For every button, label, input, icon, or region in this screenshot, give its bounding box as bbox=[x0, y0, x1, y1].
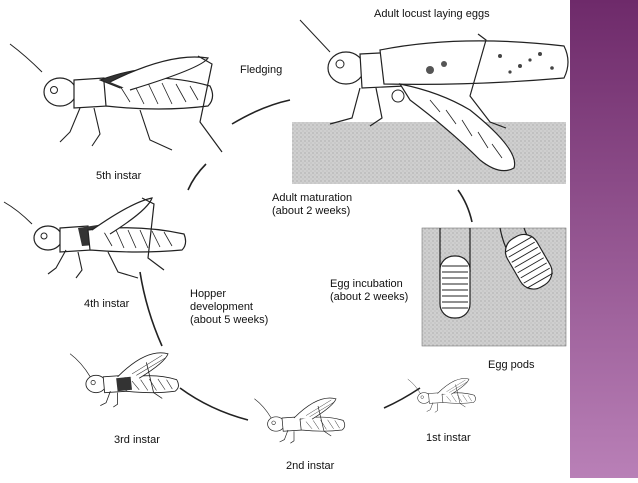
label-egg-incubation-1: Egg incubation bbox=[330, 278, 403, 290]
egg-pod-right bbox=[504, 233, 553, 290]
egg-pod-left bbox=[439, 255, 471, 319]
cycle-arc-left bbox=[139, 271, 163, 347]
cycle-arc-top bbox=[231, 99, 291, 125]
label-hopper-1: Hopper bbox=[190, 288, 227, 300]
fourth-instar-illustration bbox=[3, 197, 187, 279]
label-fledging: Fledging bbox=[240, 64, 283, 76]
label-fourth-instar: 4th instar bbox=[84, 298, 130, 310]
first-instar-illustration bbox=[407, 378, 476, 413]
label-second-instar: 2nd instar bbox=[286, 460, 335, 472]
label-fifth-instar: 5th instar bbox=[96, 170, 142, 182]
adult-locust-illustration bbox=[299, 19, 569, 172]
fifth-instar-illustration bbox=[9, 43, 223, 153]
ground-block bbox=[292, 122, 566, 184]
side-band bbox=[570, 0, 638, 478]
cycle-arc-bottom-left bbox=[179, 387, 249, 421]
cycle-arc-upper-left bbox=[187, 163, 207, 191]
label-third-instar: 3rd instar bbox=[114, 434, 160, 446]
label-first-instar: 1st instar bbox=[426, 432, 471, 444]
label-egg-incubation-2: (about 2 weeks) bbox=[330, 291, 409, 303]
third-instar-illustration bbox=[69, 352, 179, 408]
label-adult-laying-eggs: Adult locust laying eggs bbox=[374, 8, 490, 20]
label-hopper-2: development bbox=[190, 301, 253, 313]
label-adult-maturation-1: Adult maturation bbox=[272, 192, 353, 204]
label-hopper-3: (about 5 weeks) bbox=[190, 314, 269, 326]
label-egg-pods: Egg pods bbox=[488, 359, 535, 371]
label-adult-maturation-2: (about 2 weeks) bbox=[272, 205, 351, 217]
cycle-arc-right bbox=[457, 189, 473, 223]
second-instar-illustration bbox=[254, 397, 346, 444]
cycle-arc-lower-right bbox=[383, 387, 421, 409]
